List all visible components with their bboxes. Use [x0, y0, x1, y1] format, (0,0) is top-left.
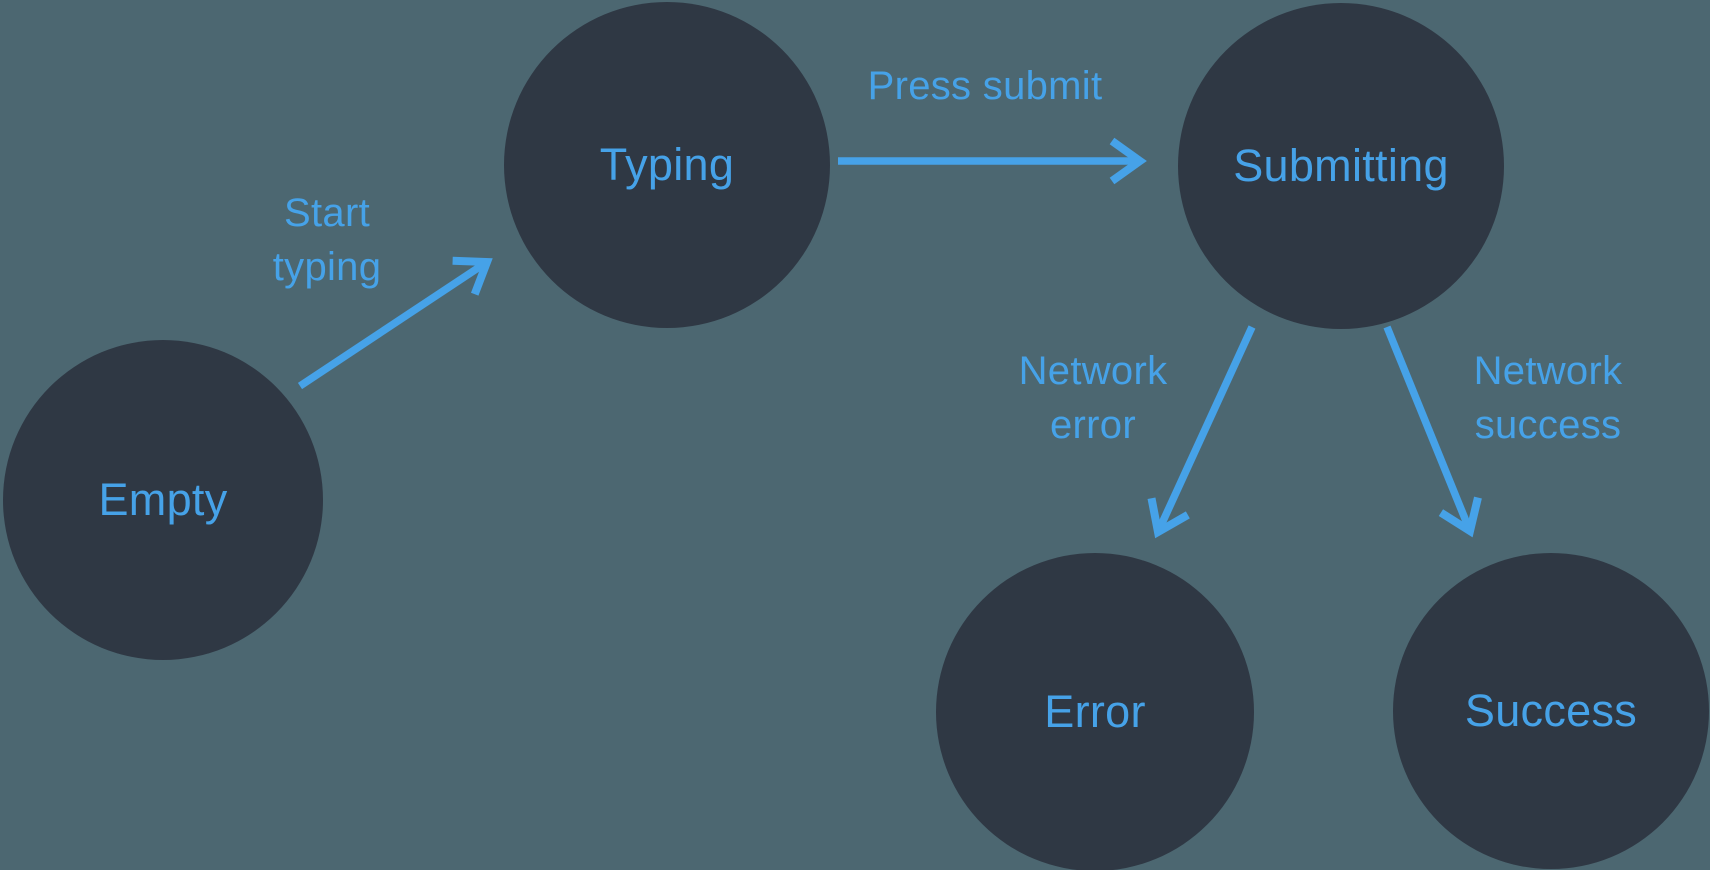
state-node-success-label: Success [1464, 685, 1638, 736]
state-node-submitting-label: Submitting [1233, 140, 1449, 191]
edge-label-press-submit-line-1: Press submit [867, 64, 1103, 108]
edge-label-start-typing: Start typing [273, 186, 382, 294]
edge-label-start-typing-line-1: Start [284, 191, 370, 235]
edge-label-network-success: Network success [1474, 344, 1623, 452]
state-node-error-label: Error [1044, 686, 1146, 737]
state-node-error: Error [936, 553, 1254, 870]
edge-label-network-success-line-2: success [1474, 403, 1622, 447]
edge-label-press-submit: Press submit [868, 62, 1103, 110]
state-node-empty-label: Empty [98, 474, 228, 525]
edge-start-typing-arrow [297, 256, 493, 390]
state-node-submitting: Submitting [1178, 3, 1504, 329]
state-node-success: Success [1393, 553, 1709, 869]
edge-network-error-arrow [1147, 325, 1256, 539]
edge-label-network-error-line-2: error [1050, 403, 1136, 447]
edge-network-success-arrow [1383, 325, 1482, 538]
edge-label-network-error: Network error [1019, 344, 1168, 452]
state-node-empty: Empty [3, 340, 323, 660]
state-node-typing-label: Typing [599, 139, 735, 190]
edge-label-network-error-line-1: Network [1018, 349, 1168, 393]
edge-label-start-typing-line-2: typing [272, 245, 382, 289]
edge-label-network-success-line-1: Network [1473, 349, 1623, 393]
state-node-typing: Typing [504, 2, 830, 328]
